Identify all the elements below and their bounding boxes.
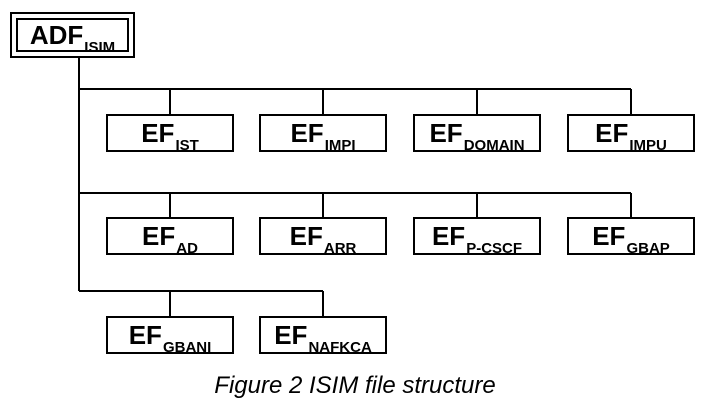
ef-arr-label: EFARR [289,221,357,256]
ef-sub-text: NAFKCA [308,339,372,356]
ef-sub-text: AD [176,240,198,257]
ef-sub-text: P-CSCF [466,240,523,257]
ef-gbap-box: EFGBAP [567,217,695,256]
figure-caption: Figure 2 ISIM file structure [214,372,496,399]
ef-sub-text: IST [175,137,199,154]
adf-main-text: ADF [29,20,84,50]
ef-sub-text: GBANI [162,339,212,356]
ef-gbani-label: EFGBANI [128,320,212,355]
ef-sub-text: IMPU [629,137,667,154]
ef-main-text: EF [289,221,323,251]
ef-sub-text: DOMAIN [463,137,525,154]
ef-sub-text: GBAP [626,240,670,257]
ef-impi-label: EFIMPI [290,118,355,153]
ef-main-text: EF [128,320,162,350]
ef-nafkca-label: EFNAFKCA [274,320,372,355]
adf-isim-label: ADFISIM [29,20,115,55]
ef-gbani-box: EFGBANI [106,316,234,355]
ef-main-text: EF [290,118,324,148]
ef-main-text: EF [431,221,466,251]
ef-gbap-label: EFGBAP [592,221,670,256]
ef-impi-box: EFIMPI [259,114,387,153]
ef-ad-label: EFAD [142,221,198,256]
adf-sub-text: ISIM [84,39,116,56]
ef-main-text: EF [141,118,175,148]
ef-ad-box: EFAD [106,217,234,256]
adf-isim-inner-frame: ADFISIM [16,18,129,55]
ef-sub-text: ARR [323,240,357,257]
ef-ist-label: EFIST [141,118,199,153]
ef-main-text: EF [274,320,308,350]
ef-p-cscf-label: EFP-CSCF [431,221,522,256]
ef-main-text: EF [592,221,626,251]
ef-nafkca-box: EFNAFKCA [259,316,387,355]
ef-sub-text: IMPI [324,137,356,154]
adf-isim-box: ADFISIM [10,12,135,58]
ef-domain-box: EFDOMAIN [413,114,541,153]
ef-p-cscf-box: EFP-CSCF [413,217,541,256]
ef-main-text: EF [429,118,463,148]
ef-impu-label: EFIMPU [595,118,667,153]
ef-arr-box: EFARR [259,217,387,256]
ef-domain-label: EFDOMAIN [429,118,524,153]
ef-ist-box: EFIST [106,114,234,153]
ef-main-text: EF [142,221,176,251]
ef-impu-box: EFIMPU [567,114,695,153]
ef-main-text: EF [595,118,629,148]
